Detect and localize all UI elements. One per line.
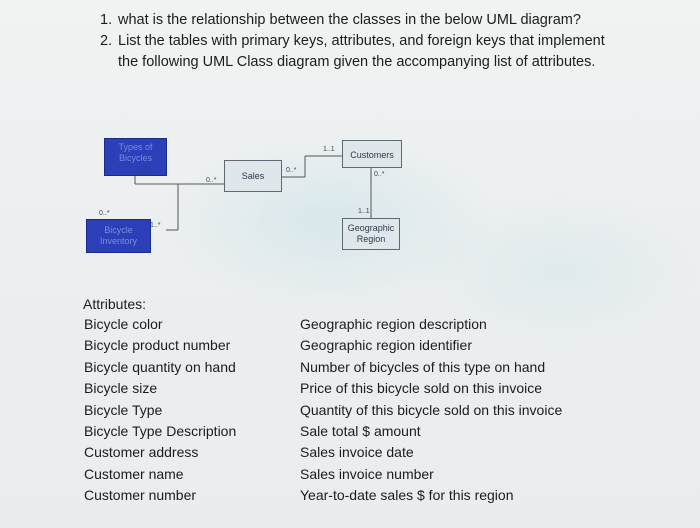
class-sales: Sales bbox=[224, 160, 282, 192]
attribute-item: Bicycle Type bbox=[84, 401, 163, 418]
attribute-item: Geographic region identifier bbox=[300, 337, 472, 354]
attributes-title: Attributes: bbox=[83, 296, 147, 312]
attribute-item: Customer address bbox=[84, 444, 199, 461]
attribute-item: Sale total $ amount bbox=[300, 423, 421, 440]
attribute-item: Number of bicycles of this type on hand bbox=[300, 358, 546, 375]
attribute-item: Bicycle product number bbox=[84, 337, 231, 354]
attribute-item: Bicycle Type Description bbox=[84, 423, 237, 440]
class-customers: Customers bbox=[342, 140, 402, 168]
class-types-of-bicycles: Types of Bicycles bbox=[104, 138, 167, 176]
attribute-item: Sales invoice date bbox=[300, 444, 414, 461]
mult-region-top: 1..1 bbox=[358, 208, 370, 215]
mult-sales-left: 0..* bbox=[206, 177, 217, 184]
class-bicycle-inventory: Bicycle Inventory bbox=[86, 219, 151, 253]
attribute-item: Geographic region description bbox=[300, 316, 487, 332]
attribute-item: Price of this bicycle sold on this invoi… bbox=[300, 380, 542, 397]
mult-inventory-top: 0..* bbox=[99, 210, 110, 217]
attribute-item: Bicycle size bbox=[84, 380, 158, 397]
mult-customers-left: 1..1 bbox=[323, 146, 335, 153]
questions-block: 1.what is the relationship between the c… bbox=[100, 10, 680, 73]
mult-sales-right: 0..* bbox=[286, 167, 297, 174]
attribute-item: Customer name bbox=[84, 465, 184, 482]
attribute-item: Bicycle color bbox=[84, 316, 163, 332]
mult-types-bottom: 0..1 bbox=[137, 169, 149, 176]
mult-customers-bottom: 0..* bbox=[374, 171, 385, 178]
class-geographic-region: Geographic Region bbox=[342, 218, 400, 250]
attribute-item: Bicycle quantity on hand bbox=[84, 358, 236, 375]
attribute-item: Customer number bbox=[84, 487, 197, 504]
mult-inventory-right: 1..* bbox=[150, 222, 161, 229]
attributes-left-column: Bicycle color Bicycle product number Bic… bbox=[84, 314, 236, 507]
uml-connectors bbox=[134, 155, 372, 231]
attribute-item: Quantity of this bicycle sold on this in… bbox=[300, 401, 563, 418]
question-2: 2.List the tables with primary keys, att… bbox=[100, 33, 605, 70]
attribute-item: Sales invoice number bbox=[300, 465, 434, 482]
question-1: 1.what is the relationship between the c… bbox=[100, 12, 581, 28]
uml-diagram: Types of Bicycles Bicycle Inventory Sale… bbox=[86, 138, 402, 253]
attributes-right-column: Geographic region description Geographic… bbox=[300, 314, 562, 507]
attribute-item: Year-to-date sales $ for this region bbox=[300, 487, 514, 504]
